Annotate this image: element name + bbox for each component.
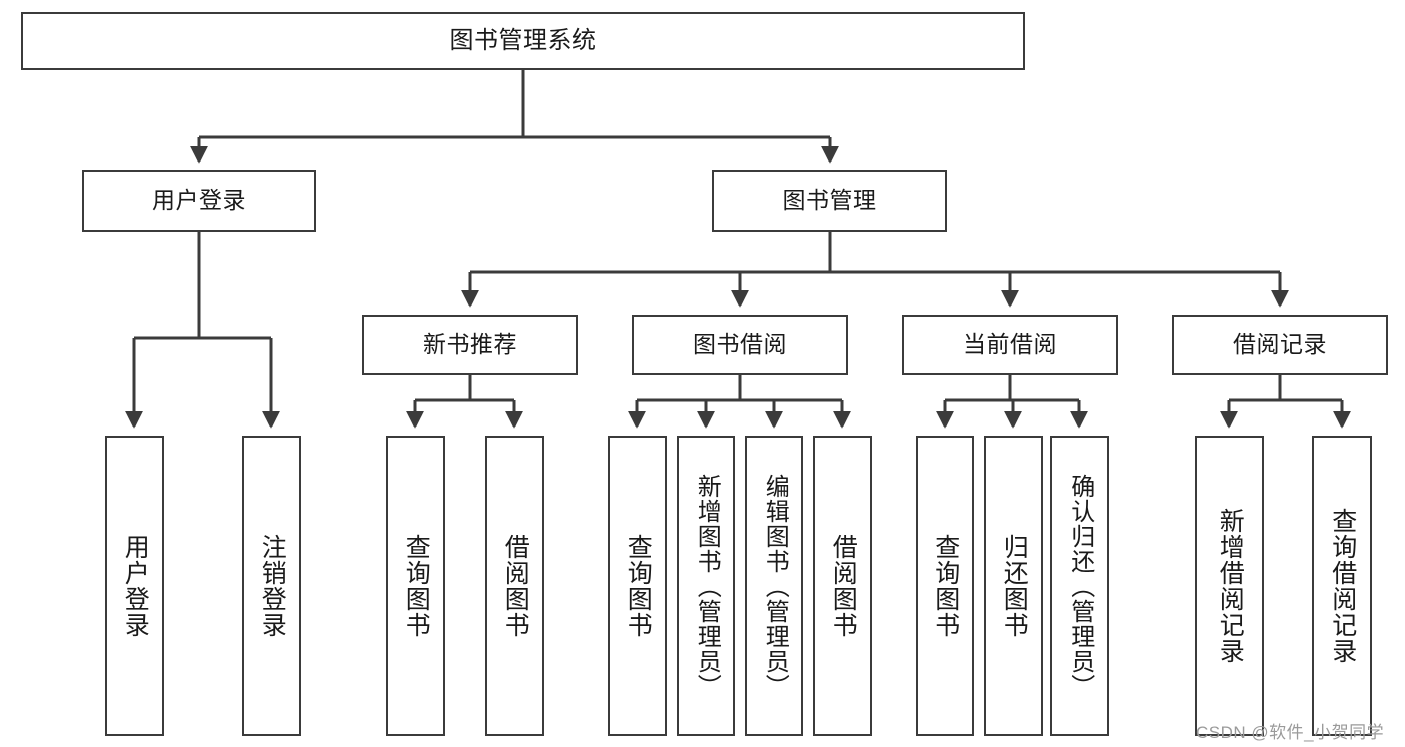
node-leaf-user-login[interactable]: 用户登录 [105,436,164,736]
node-label: 查询图书 [624,534,653,638]
node-label: 归还图书 [1000,534,1029,638]
node-label: 用户登录 [152,187,246,214]
node-leaf-query-record[interactable]: 查询借阅记录 [1312,436,1372,736]
node-new-book-recommend[interactable]: 新书推荐 [362,315,578,375]
node-leaf-query-book-1[interactable]: 查询图书 [386,436,445,736]
node-leaf-confirm-return[interactable]: 确认归还（管理员） [1050,436,1109,736]
node-label: 新书推荐 [423,331,517,358]
node-leaf-logout-login[interactable]: 注销登录 [242,436,301,736]
node-book-borrow[interactable]: 图书借阅 [632,315,848,375]
node-leaf-query-book-3[interactable]: 查询图书 [916,436,974,736]
node-label: 借阅记录 [1233,331,1327,358]
node-label: 新增借阅记录 [1216,508,1245,664]
node-current-borrow[interactable]: 当前借阅 [902,315,1118,375]
node-label: 新增图书（管理员） [693,473,721,699]
node-label: 图书管理系统 [449,26,597,54]
node-label: 查询图书 [402,534,431,638]
node-root-system[interactable]: 图书管理系统 [21,12,1025,70]
node-leaf-query-book-2[interactable]: 查询图书 [608,436,667,736]
node-label: 注销登录 [258,534,287,638]
node-label: 当前借阅 [963,331,1057,358]
node-label: 借阅图书 [501,534,530,638]
node-user-login[interactable]: 用户登录 [82,170,316,232]
node-label: 编辑图书（管理员） [761,473,789,699]
node-leaf-return-book[interactable]: 归还图书 [984,436,1043,736]
node-book-manage[interactable]: 图书管理 [712,170,947,232]
node-leaf-add-book[interactable]: 新增图书（管理员） [677,436,735,736]
node-label: 查询图书 [931,534,960,638]
node-label: 用户登录 [121,534,150,638]
node-leaf-borrow-book-2[interactable]: 借阅图书 [813,436,872,736]
node-leaf-borrow-book-1[interactable]: 借阅图书 [485,436,544,736]
node-label: 图书借阅 [693,331,787,358]
node-label: 借阅图书 [829,534,858,638]
node-label: 查询借阅记录 [1328,508,1357,664]
node-label: 图书管理 [782,187,877,214]
node-label: 确认归还（管理员） [1066,473,1094,699]
node-borrow-record[interactable]: 借阅记录 [1172,315,1388,375]
node-leaf-edit-book[interactable]: 编辑图书（管理员） [745,436,803,736]
node-leaf-add-record[interactable]: 新增借阅记录 [1195,436,1264,736]
csdn-watermark: CSDN @软件_小贺同学 [1196,723,1385,742]
